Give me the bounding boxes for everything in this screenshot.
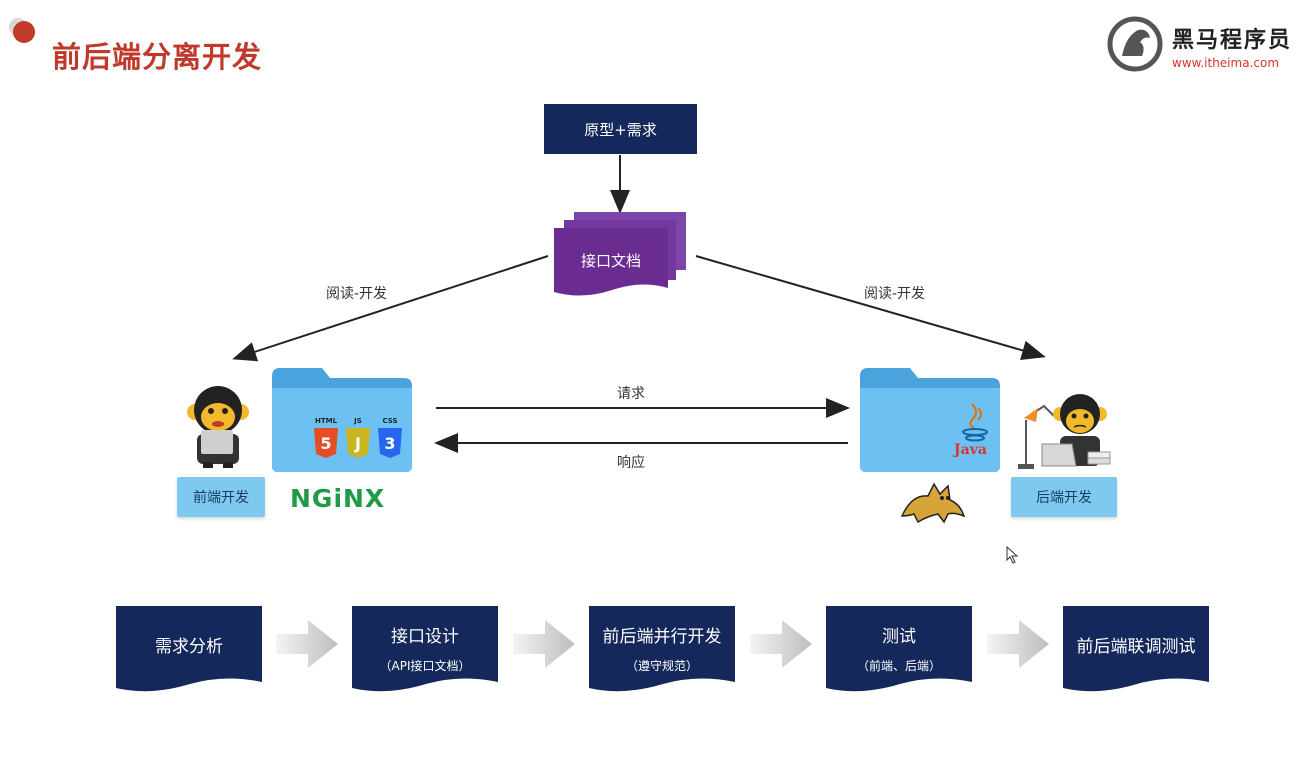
process-step-3: 前后端并行开发 （遵守规范）: [588, 622, 736, 674]
java-label: Java: [954, 442, 987, 458]
nginx-logo: NGiNX: [290, 484, 386, 513]
frontend-dev-label: 前端开发: [193, 490, 249, 506]
process-step-2-title: 接口设计: [391, 627, 459, 647]
process-step-shape-4: [826, 606, 972, 692]
process-step-shape-5: [1063, 606, 1209, 692]
backend-folder-icon: [860, 368, 1000, 472]
diagram-connectors: [232, 155, 1046, 453]
process-step-4: 测试 （前端、后端）: [825, 622, 973, 674]
frontend-folder-icon: [272, 368, 412, 472]
api-doc-label: 接口文档: [580, 252, 641, 270]
process-step-shape-3: [589, 606, 735, 692]
process-step-3-title: 前后端并行开发: [602, 627, 722, 647]
process-step-2-subtitle: （API接口文档）: [379, 659, 471, 673]
svg-text:5: 5: [320, 434, 331, 453]
tomcat-icon: [900, 482, 966, 524]
requirement-box: 原型+需求: [544, 104, 697, 154]
doc-to-frontend-arrow: [232, 255, 549, 362]
backend-developer-icon: [1018, 394, 1111, 469]
java-icon: [962, 403, 988, 442]
flow-arrow-3: [750, 620, 812, 668]
logo-url: www.itheima.com: [1172, 56, 1280, 70]
logo-name: 黑马程序员: [1172, 28, 1293, 53]
js-badge-label: JS: [354, 417, 362, 425]
logo-text: 黑马程序员 www.itheima.com: [1172, 22, 1299, 70]
doc-to-backend-arrow: [695, 255, 1046, 361]
right-read-develop-label: 阅读-开发: [864, 286, 926, 302]
process-flow-shapes: [116, 606, 1209, 692]
process-step-1: 需求分析: [115, 632, 263, 657]
left-read-develop-label: 阅读-开发: [326, 286, 388, 302]
page-title: 前后端分离开发: [52, 40, 263, 74]
svg-text:J: J: [354, 434, 361, 453]
js-icon: J: [346, 428, 370, 458]
flow-arrow-2: [513, 620, 575, 668]
html5-icon: 5: [314, 428, 338, 458]
process-step-4-subtitle: （前端、后端）: [856, 659, 941, 673]
css-badge-label: CSS: [382, 417, 398, 425]
backend-dev-tag: 后端开发: [1011, 477, 1117, 517]
process-step-4-title: 测试: [882, 627, 916, 647]
mouse-cursor-icon: [1006, 546, 1019, 564]
backend-dev-label: 后端开发: [1036, 490, 1092, 506]
response-label: 响应: [617, 455, 645, 471]
request-label: 请求: [617, 386, 645, 402]
process-step-shape-1: [116, 606, 262, 692]
title-bullet-icon: [9, 18, 35, 43]
svg-text:3: 3: [384, 434, 395, 453]
css3-icon: 3: [378, 428, 402, 458]
flow-arrow-1: [276, 620, 338, 668]
requirement-label: 原型+需求: [584, 120, 657, 139]
frontend-developer-icon: [187, 386, 249, 468]
html-badge-label: HTML: [314, 417, 338, 425]
itheima-logo-icon: [1107, 16, 1163, 72]
flow-arrow-4: [987, 620, 1049, 668]
process-step-2: 接口设计 （API接口文档）: [351, 622, 499, 674]
api-doc-stack: [554, 212, 686, 296]
process-step-5: 前后端联调测试: [1062, 632, 1210, 657]
frontend-dev-tag: 前端开发: [177, 477, 265, 517]
process-step-shape-2: [352, 606, 498, 692]
process-step-1-title: 需求分析: [155, 637, 223, 657]
process-step-5-title: 前后端联调测试: [1076, 637, 1196, 657]
process-step-3-subtitle: （遵守规范）: [625, 659, 698, 673]
